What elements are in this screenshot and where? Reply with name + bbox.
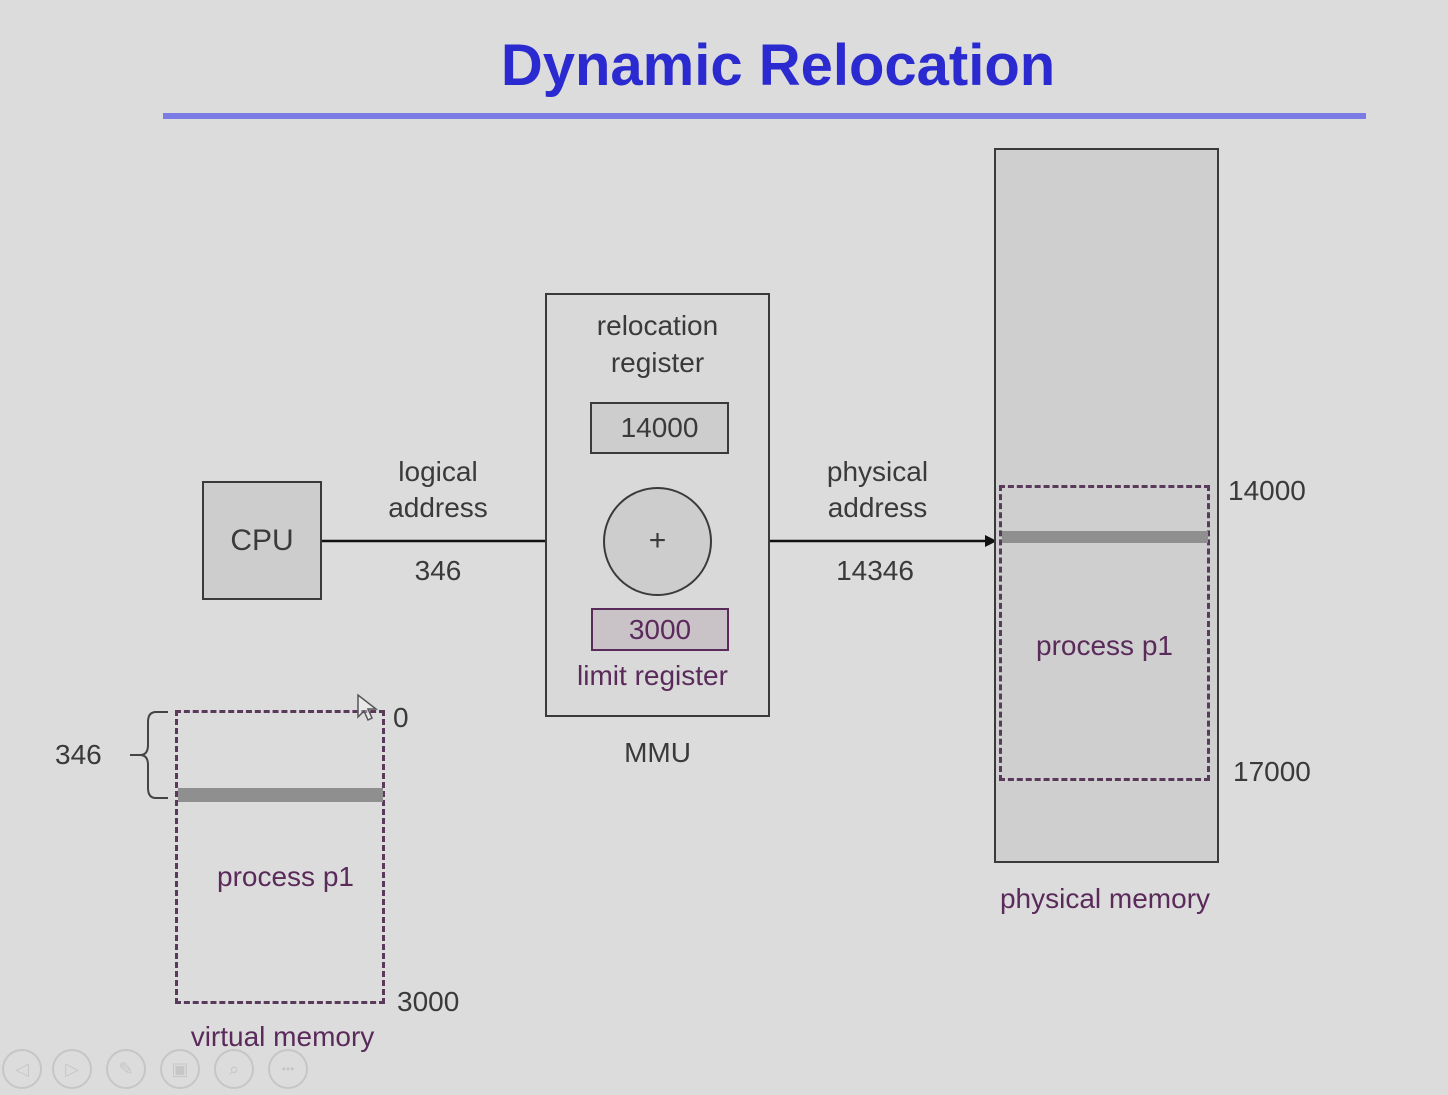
limit-register-label: limit register <box>577 660 728 691</box>
virtual-offset-label: 346 <box>55 739 102 770</box>
mouse-cursor-icon <box>357 693 379 722</box>
next-icon[interactable]: ▷ <box>52 1049 92 1089</box>
virtual-end-address: 3000 <box>397 986 460 1017</box>
cpu-box: CPU <box>202 481 322 600</box>
virtual-process-label: process p1 <box>217 861 354 892</box>
title-underline <box>163 113 1366 119</box>
logical-address-label-1: logical <box>398 456 478 487</box>
mmu-label: MMU <box>624 737 691 768</box>
prev-icon[interactable]: ◁ <box>2 1049 42 1089</box>
relocation-register-value: 14000 <box>590 402 729 454</box>
physical-process-label: process p1 <box>1036 630 1173 661</box>
limit-register-value: 3000 <box>591 608 729 651</box>
physical-process-region <box>999 485 1210 781</box>
physical-address-label-2: address <box>827 492 928 523</box>
pen-icon[interactable]: ✎ <box>106 1049 146 1089</box>
slides-icon[interactable]: ▣ <box>160 1049 200 1089</box>
relocation-register-label-2: register <box>610 347 705 378</box>
physical-address-label-1: physical <box>826 456 929 487</box>
slide-title: Dynamic Relocation <box>500 33 1056 98</box>
relocation-register-label-1: relocation <box>596 310 719 341</box>
virtual-start-address: 0 <box>393 702 409 733</box>
physical-memory-label: physical memory <box>999 883 1211 914</box>
physical-start-address: 14000 <box>1228 475 1306 506</box>
virtual-address-marker <box>178 788 383 802</box>
slideshow-toolbar: ◁ ▷ ✎ ▣ ⌕ ••• <box>0 1045 330 1093</box>
virtual-process-region <box>175 710 385 1004</box>
physical-end-address: 17000 <box>1233 756 1311 787</box>
adder-circle: + <box>603 487 712 596</box>
physical-address-value: 14346 <box>836 555 914 586</box>
offset-brace <box>130 711 168 799</box>
more-icon[interactable]: ••• <box>268 1049 308 1089</box>
physical-memory-block <box>994 148 1219 863</box>
logical-address-label-2: address <box>388 492 488 523</box>
zoom-icon[interactable]: ⌕ <box>214 1049 254 1089</box>
physical-address-marker <box>1002 531 1208 543</box>
virtual-memory-label: virtual memory <box>190 1021 375 1052</box>
logical-address-value: 346 <box>414 555 462 586</box>
